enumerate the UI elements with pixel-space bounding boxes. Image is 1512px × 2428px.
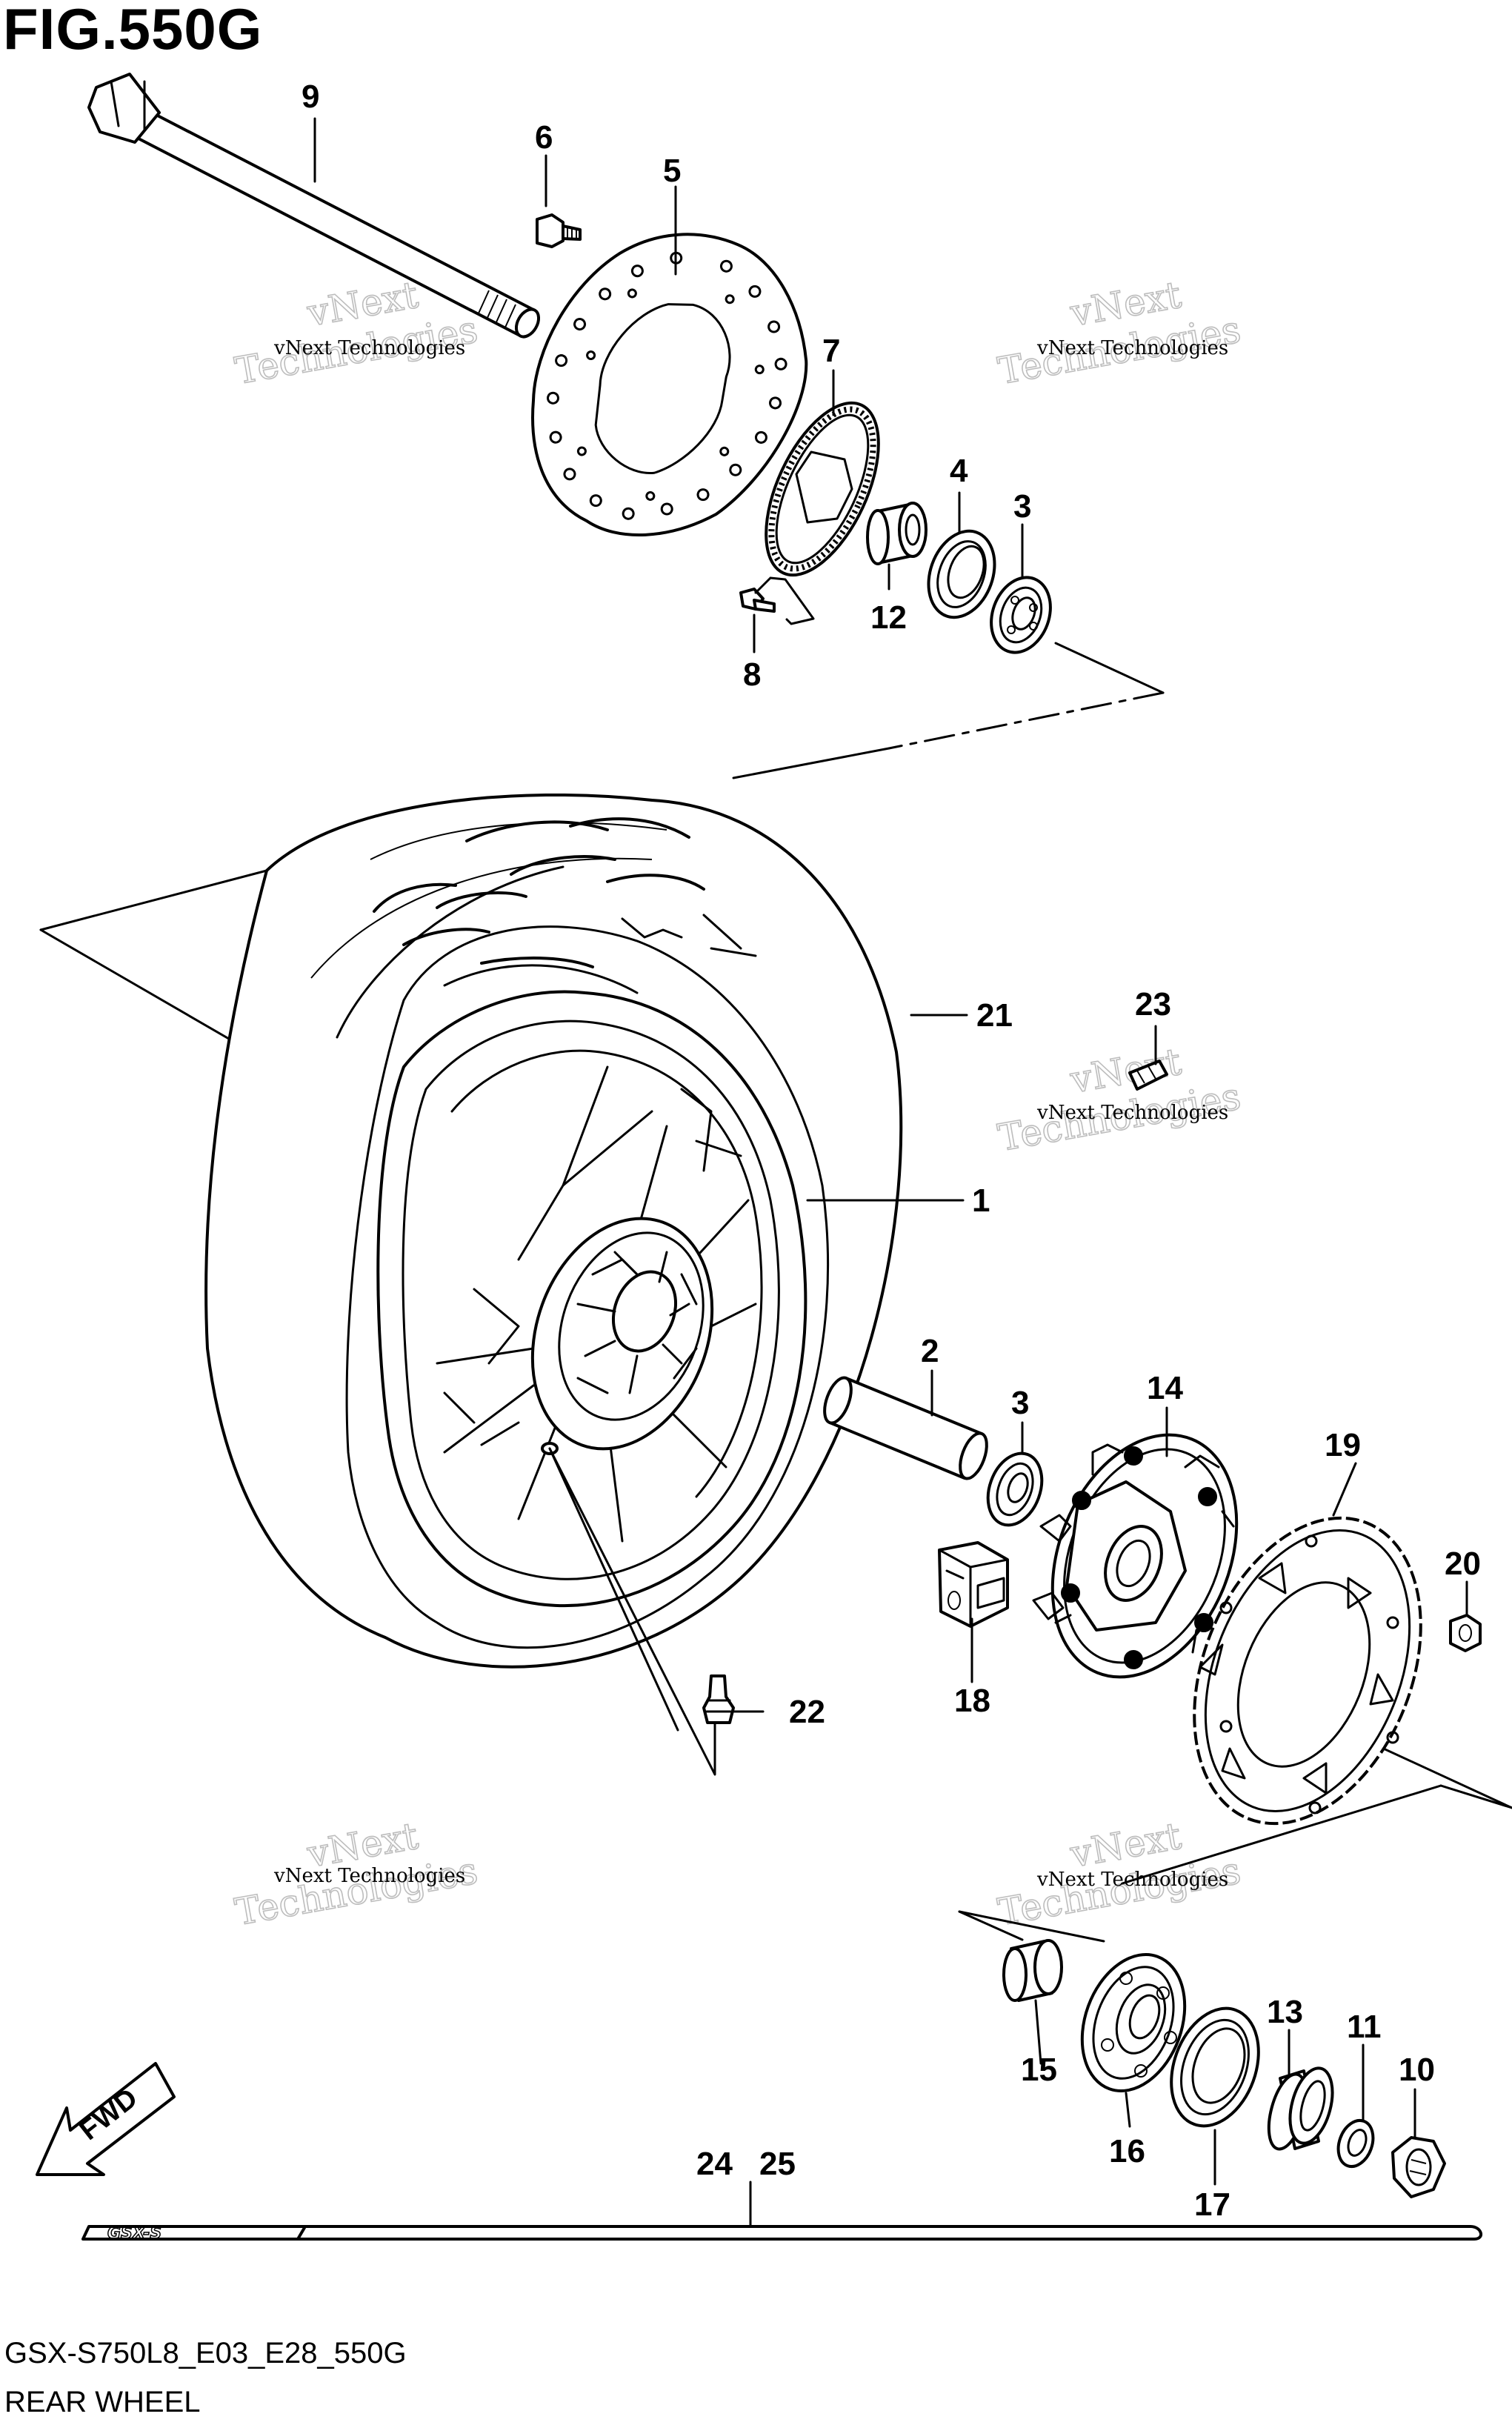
part-18-damper — [938, 1541, 1009, 1628]
callout-23: 23 — [1135, 986, 1171, 1022]
part-3-bearing-upper — [990, 576, 1052, 654]
watermark-text: vNext Technologies — [273, 1865, 465, 1887]
part-16-bearing — [1080, 1953, 1187, 2092]
callout-17: 17 — [1194, 2186, 1230, 2223]
part-1-wheel — [376, 990, 807, 1608]
part-22-valve — [702, 1674, 735, 1724]
callout-24: 24 — [696, 2146, 733, 2182]
part-10-axle-nut — [1391, 2136, 1446, 2198]
part-5-brake-disc — [531, 233, 808, 536]
part-23-balancer-weight — [1128, 1060, 1168, 1091]
part-2-spacer — [823, 1376, 988, 1480]
callout-25: 25 — [759, 2146, 796, 2182]
callout-3-upper: 3 — [1013, 488, 1031, 525]
part-7-sensor-ring — [765, 401, 880, 577]
watermark-text: vNext Technologies — [1036, 1102, 1228, 1124]
part-9-rear-axle — [87, 73, 541, 339]
figure-name: REAR WHEEL — [4, 2386, 201, 2418]
callout-labels: 9 6 5 7 4 3 12 8 21 23 1 2 3 14 19 20 18… — [302, 79, 1481, 2223]
callout-22: 22 — [789, 1694, 825, 1730]
part-24-25-sticker-strip: GSX-S — [81, 2224, 1482, 2244]
callout-7: 7 — [822, 333, 840, 369]
watermark: vNext Technologies — [994, 1040, 1245, 1160]
model-code: GSX-S750L8_E03_E28_550G — [4, 2337, 407, 2369]
part-13-spacer — [1267, 2066, 1334, 2151]
callout-1: 1 — [972, 1183, 990, 1219]
callout-21: 21 — [976, 997, 1013, 1034]
part-6-disc-bolt — [536, 213, 582, 248]
callout-20: 20 — [1445, 1546, 1481, 1582]
callout-3-lower: 3 — [1011, 1385, 1029, 1421]
leader-lines — [313, 117, 1468, 2228]
callout-10: 10 — [1399, 2052, 1435, 2088]
part-15-spacer — [1002, 1939, 1063, 2002]
callout-12: 12 — [870, 599, 907, 636]
part-14-sprocket-carrier — [1032, 1433, 1239, 1679]
callout-2: 2 — [921, 1333, 939, 1369]
callout-18: 18 — [954, 1683, 990, 1719]
callout-9: 9 — [302, 79, 319, 115]
figure-title: FIG.550G — [3, 0, 263, 61]
part-4-oil-seal — [927, 529, 996, 619]
callout-14: 14 — [1147, 1370, 1183, 1406]
part-19-sprocket — [1193, 1516, 1422, 1826]
callout-19: 19 — [1325, 1427, 1361, 1463]
callout-16: 16 — [1109, 2133, 1145, 2169]
watermark-text: vNext Technologies — [273, 337, 465, 359]
assembly-lines — [39, 576, 1512, 1943]
callout-5: 5 — [663, 153, 681, 189]
callout-4: 4 — [950, 453, 968, 489]
part-12-spacer — [866, 502, 927, 565]
watermark: vNext Technologies — [994, 273, 1245, 393]
part-17-oil-seal — [1170, 2006, 1260, 2128]
part-11-washer — [1336, 2119, 1375, 2168]
brand-strip-text: GSX-S — [107, 2224, 161, 2243]
callout-13: 13 — [1267, 1994, 1303, 2030]
part-8-ring-screw — [739, 588, 776, 613]
callout-8: 8 — [743, 656, 761, 693]
callout-15: 15 — [1021, 2052, 1057, 2088]
fwd-arrow-icon: FWD — [36, 2062, 176, 2176]
part-20-nut — [1449, 1614, 1482, 1652]
watermark-text: vNext Technologies — [1036, 337, 1228, 359]
part-3-bearing-lower — [986, 1451, 1044, 1527]
callout-11: 11 — [1347, 2009, 1382, 2045]
callout-6: 6 — [535, 119, 553, 156]
